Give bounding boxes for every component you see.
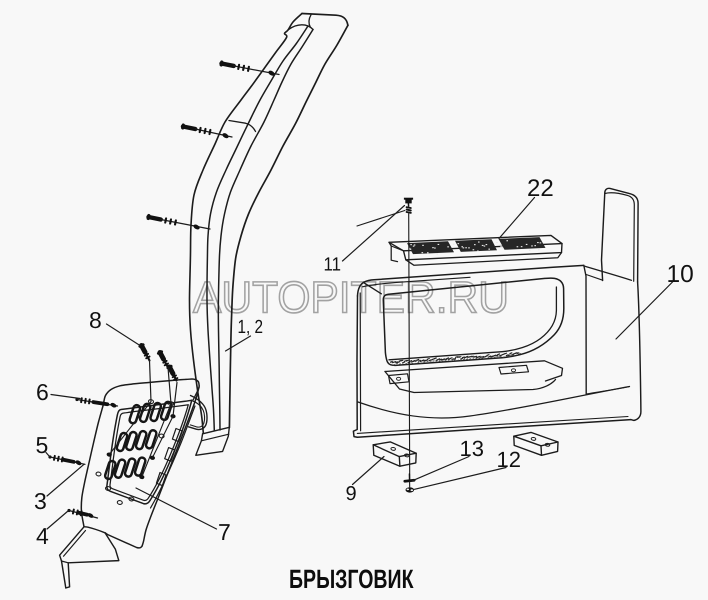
svg-text:3: 3 bbox=[34, 488, 47, 514]
svg-text:AUTOPITER.RU: AUTOPITER.RU bbox=[193, 274, 509, 323]
svg-text:БРЫЗГОВИК: БРЫЗГОВИК bbox=[289, 564, 414, 594]
svg-text:6: 6 bbox=[36, 379, 49, 405]
svg-text:22: 22 bbox=[527, 175, 554, 202]
svg-text:1, 2: 1, 2 bbox=[238, 317, 264, 338]
svg-text:8: 8 bbox=[89, 307, 102, 333]
svg-text:9: 9 bbox=[346, 483, 357, 505]
svg-text:13: 13 bbox=[460, 436, 484, 461]
svg-text:4: 4 bbox=[36, 523, 49, 549]
svg-text:10: 10 bbox=[667, 261, 694, 288]
svg-text:5: 5 bbox=[36, 432, 49, 458]
svg-text:7: 7 bbox=[218, 519, 231, 545]
svg-text:12: 12 bbox=[497, 447, 521, 472]
svg-text:11: 11 bbox=[324, 255, 342, 276]
